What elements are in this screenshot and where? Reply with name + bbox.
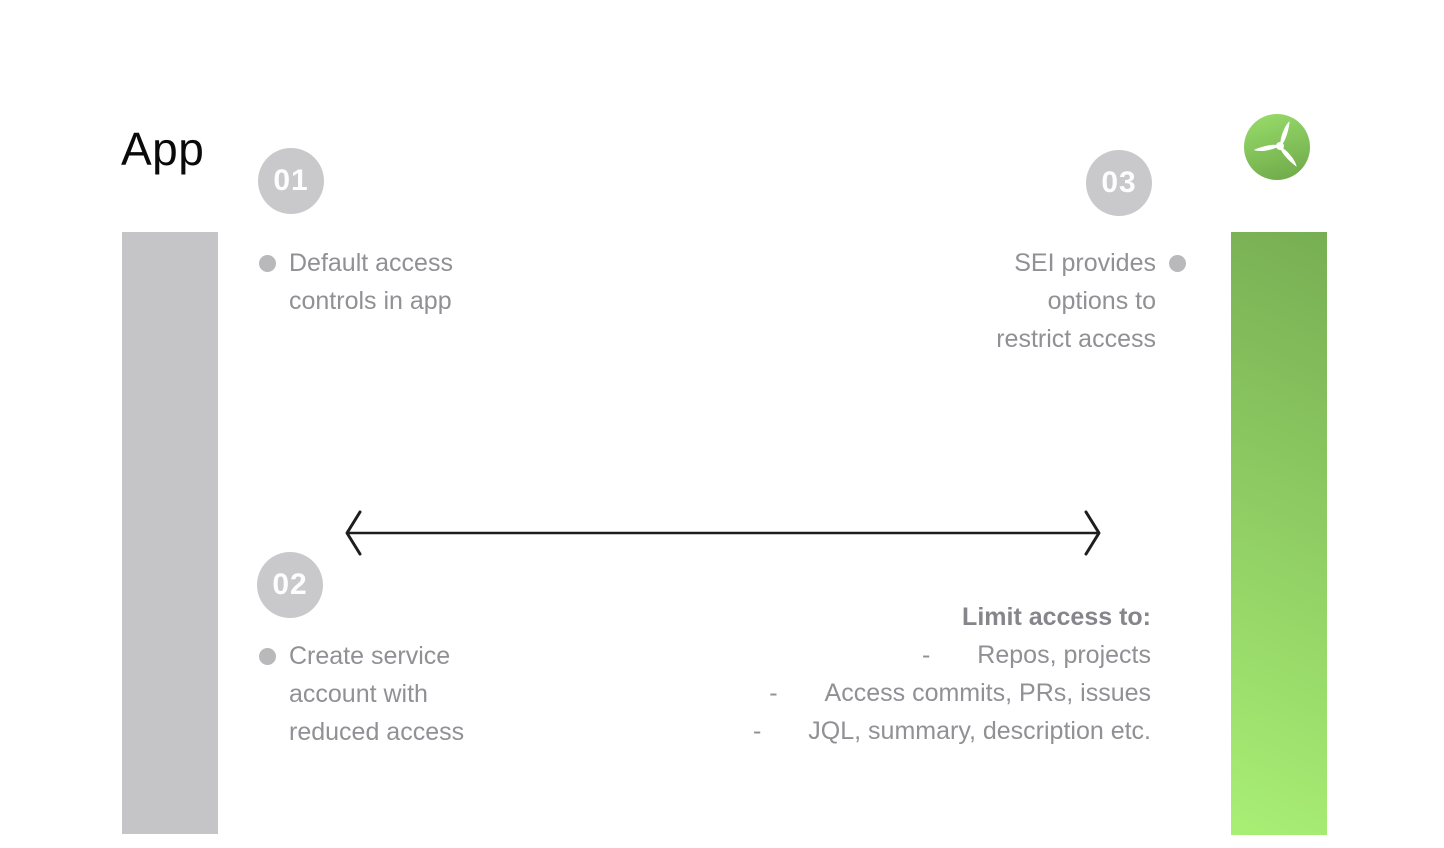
step-3-badge: 03 [1086,150,1152,216]
step-1-badge: 01 [258,148,324,214]
step-1-number: 01 [273,164,309,197]
limit-item-3: - JQL, summary, description etc. [753,712,1151,750]
sei-column-bar [1231,232,1327,835]
step-2-item: Create service account with reduced acce… [259,637,464,751]
step-3-item: SEI provides options to restrict access [996,244,1186,358]
limit-item-1: - Repos, projects [753,636,1151,674]
limit-access-list: Limit access to: - Repos, projects - Acc… [753,598,1151,750]
step-2-badge: 02 [257,552,323,618]
step-3-line-3: restrict access [996,325,1156,353]
step-2-text: Create service account with reduced acce… [289,637,464,751]
step-2-line-3: reduced access [289,718,465,746]
bullet-dot-icon [259,255,276,272]
step-1-text: Default access controls in app [289,244,453,320]
bullet-dot-icon [1169,255,1186,272]
limit-item-2-text: Access commits, PRs, issues [824,679,1151,707]
bullet-dot-icon [259,648,276,665]
sei-logo [1244,114,1310,180]
step-1-line-2: controls in app [289,287,452,315]
app-title: App [121,123,205,175]
limit-access-title: Limit access to: [962,603,1151,631]
dash-marker: - [769,679,778,707]
limit-item-1-text: Repos, projects [977,641,1151,669]
step-2-line-2: account with [289,680,428,708]
propeller-icon [1244,114,1310,180]
step-3-line-1: SEI provides [1014,249,1156,277]
step-3-text: SEI provides options to restrict access [996,244,1156,358]
double-headed-arrow-icon [345,510,1101,556]
step-1-item: Default access controls in app [259,244,453,320]
step-3-line-2: options to [1047,287,1156,315]
step-3-number: 03 [1101,166,1137,199]
dash-marker: - [921,641,931,669]
limit-item-2: - Access commits, PRs, issues [753,674,1151,712]
dash-marker: - [752,717,762,745]
step-2-line-1: Create service [289,642,451,670]
app-column-bar [122,232,218,834]
step-2-number: 02 [272,568,308,601]
step-1-line-1: Default access [289,249,453,277]
limit-item-3-text: JQL, summary, description etc. [808,717,1151,745]
